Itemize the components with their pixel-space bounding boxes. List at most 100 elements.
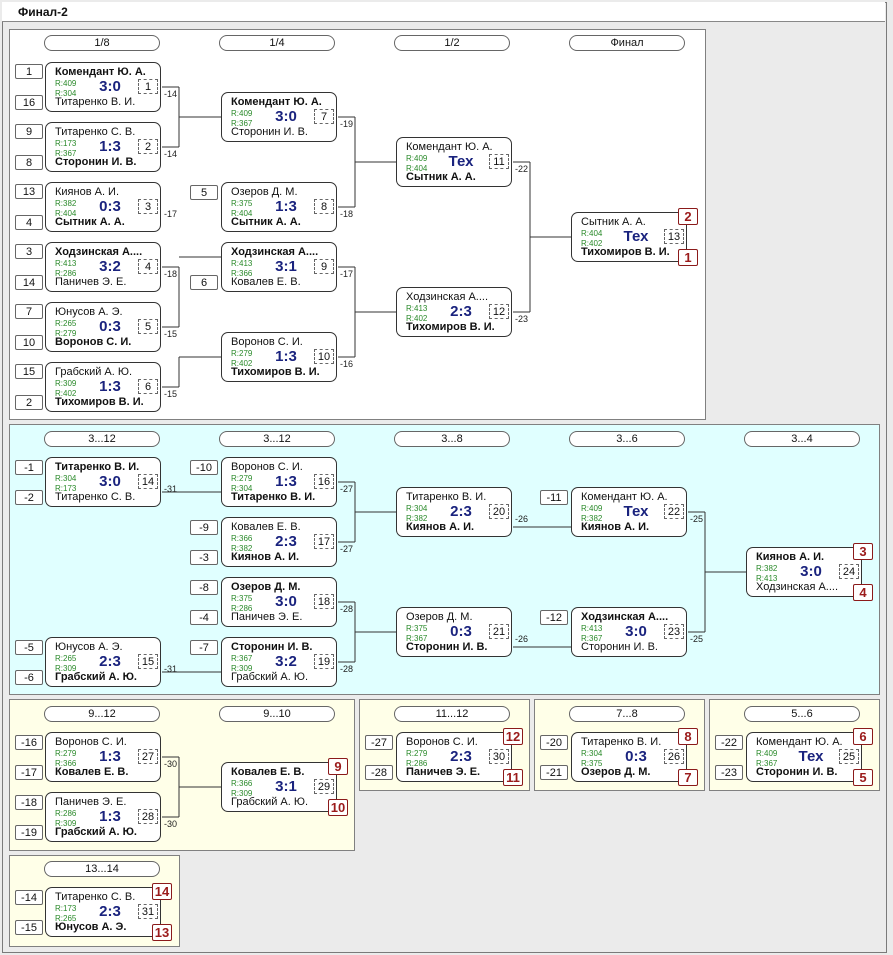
match-number: 17 [314, 534, 334, 549]
player-2-name: Грабский А. Ю. [231, 796, 309, 808]
player-1-rating: R:409 [756, 749, 778, 758]
stage-header: 11...12 [394, 706, 510, 722]
player-1-name: Озеров Д. М. [231, 186, 298, 198]
seed-box: 3 [15, 244, 43, 259]
seed-box: -1 [15, 460, 43, 475]
player-2-name: Киянов А. И. [406, 521, 475, 533]
match-score: 3:0 [275, 108, 297, 125]
match-score: 0:3 [450, 623, 472, 640]
match-score: 2:3 [99, 653, 121, 670]
player-1-rating: R:173 [55, 904, 77, 913]
player-1-rating: R:366 [231, 779, 253, 788]
stage-header: 1/8 [44, 35, 160, 51]
match-number: 8 [314, 199, 334, 214]
seed-box: 7 [15, 304, 43, 319]
player-1-name: Грабский А. Ю. [55, 366, 133, 378]
player-2-name: Паничев Э. Е. [231, 611, 303, 623]
player-1-rating: R:286 [55, 809, 77, 818]
match-number: 9 [314, 259, 334, 274]
match-number: 12 [489, 304, 509, 319]
player-2-rating: R:367 [231, 119, 253, 128]
player-2-rating: R:173 [55, 484, 77, 493]
player-1-rating: R:382 [756, 564, 778, 573]
player-2-rating: R:402 [231, 359, 253, 368]
match-number: 18 [314, 594, 334, 609]
player-1-rating: R:279 [406, 749, 428, 758]
seed-box: -17 [15, 765, 43, 780]
stage-header: 9...10 [219, 706, 335, 722]
player-2-rating: R:279 [55, 329, 77, 338]
player-2-rating: R:413 [756, 574, 778, 583]
match-number: 16 [314, 474, 334, 489]
player-2-rating: R:366 [231, 269, 253, 278]
match-score: 1:3 [275, 198, 297, 215]
player-1-name: Воронов С. И. [406, 736, 478, 748]
place-badge: 8 [678, 728, 698, 745]
player-1-name: Паничев Э. Е. [55, 796, 127, 808]
seed-box: 6 [190, 275, 218, 290]
match-number: 10 [314, 349, 334, 364]
match-score: Тех [448, 153, 474, 170]
player-2-name: Юнусов А. Э. [55, 921, 127, 933]
player-2-rating: R:382 [581, 514, 603, 523]
player-1-name: Киянов А. И. [55, 186, 120, 198]
player-2-name: Сытник А. А. [406, 171, 476, 183]
stage-header: 3...6 [569, 431, 685, 447]
player-2-rating: R:265 [55, 914, 77, 923]
seed-box: -12 [540, 610, 568, 625]
player-2-name: Титаренко С. В. [55, 491, 136, 503]
player-1-name: Юнусов А. Э. [55, 306, 123, 318]
player-1-rating: R:413 [55, 259, 77, 268]
player-1-rating: R:409 [581, 504, 603, 513]
match-score: 2:3 [450, 303, 472, 320]
seed-box: 8 [15, 155, 43, 170]
seed-box: -5 [15, 640, 43, 655]
match-score: 1:3 [99, 808, 121, 825]
match-number: 6 [138, 379, 158, 394]
seed-box: -9 [190, 520, 218, 535]
match-score: 2:3 [275, 533, 297, 550]
loser-destination: -15 [164, 389, 178, 399]
stage-header: 3...12 [219, 431, 335, 447]
player-2-rating: R:402 [55, 389, 77, 398]
match-score: 0:3 [625, 748, 647, 765]
player-2-name: Ковалев Е. В. [55, 766, 129, 778]
player-1-name: Комендант Ю. А. [406, 141, 493, 153]
player-2-name: Тихомиров В. И. [406, 321, 495, 333]
player-2-name: Сытник А. А. [231, 216, 301, 228]
player-1-name: Титаренко В. И. [406, 491, 487, 503]
player-1-rating: R:304 [406, 504, 428, 513]
loser-destination: -26 [515, 634, 529, 644]
